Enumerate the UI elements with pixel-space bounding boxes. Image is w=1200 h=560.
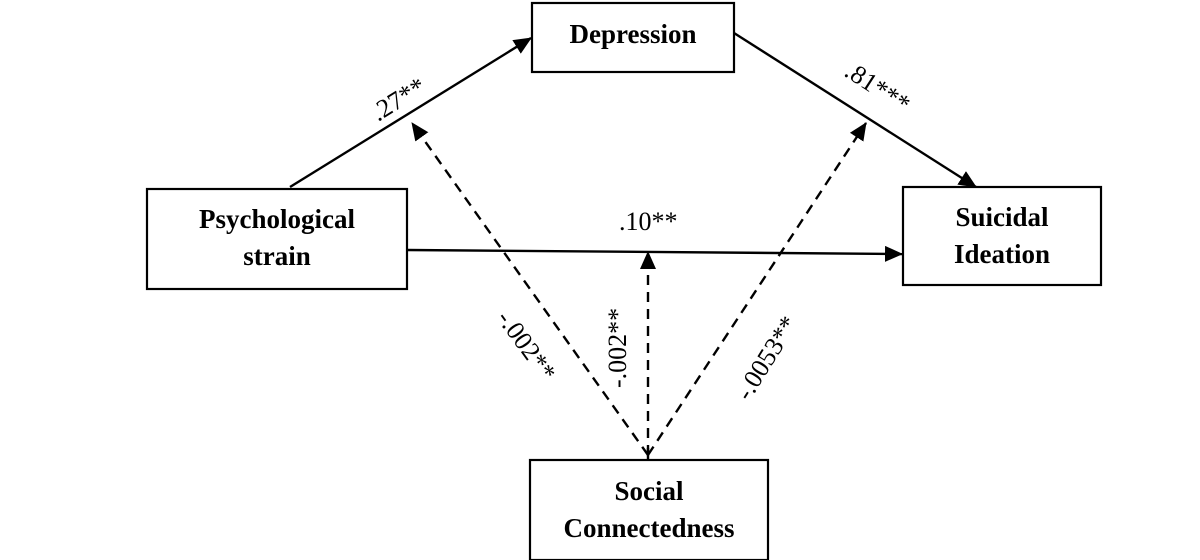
label-social-moderates-a: -.002**	[491, 304, 562, 386]
node-psych-strain-line1: Psychological	[199, 204, 355, 234]
node-psych-strain-line2: strain	[243, 241, 311, 271]
node-social-line1: Social	[614, 476, 684, 506]
node-suicidal-line2: Ideation	[954, 239, 1050, 269]
label-social-moderates-b: -.0053**	[729, 311, 803, 405]
edge-strain-to-suicidal	[406, 245, 903, 262]
node-social-line2: Connectedness	[563, 513, 734, 543]
node-social-connectedness: Social Connectedness	[528, 458, 770, 560]
node-depression-label: Depression	[569, 19, 696, 49]
edge-social-moderates-b	[646, 122, 868, 456]
edge-strain-to-depression	[289, 36, 532, 189]
label-depression-to-suicidal: .81***	[840, 56, 916, 119]
node-psychological-strain: Psychological strain	[145, 187, 409, 291]
node-suicidal-ideation: Suicidal Ideation	[901, 185, 1103, 287]
label-strain-to-suicidal: .10**	[619, 207, 678, 236]
node-suicidal-line1: Suicidal	[955, 202, 1049, 232]
node-depression: Depression	[530, 1, 736, 74]
label-social-moderates-direct: -.002**	[603, 308, 632, 388]
edge-depression-to-suicidal	[733, 31, 977, 189]
edge-social-moderates-a	[411, 122, 649, 456]
